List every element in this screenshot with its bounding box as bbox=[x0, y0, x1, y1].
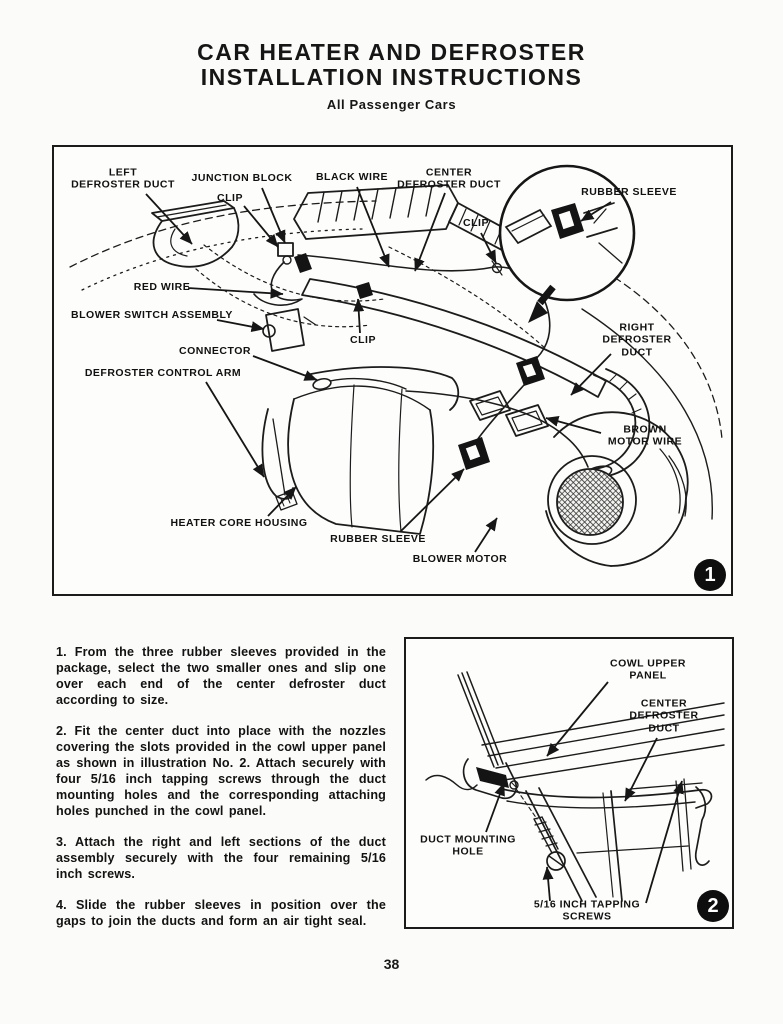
label-clip-right: CLIP bbox=[463, 216, 489, 229]
label-defroster-control-arm: DEFROSTER CONTROL ARM bbox=[84, 366, 242, 379]
installation-steps: 1. From the three rubber sleeves provide… bbox=[56, 644, 386, 944]
label-connector: CONNECTOR bbox=[179, 344, 251, 357]
page-title-line1: CAR HEATER AND DEFROSTER bbox=[197, 39, 586, 65]
label-rubber-sleeve: RUBBER SLEEVE bbox=[330, 532, 426, 545]
label-tapping-screws: 5/16 INCH TAPPING SCREWS bbox=[533, 898, 641, 923]
label-blower-motor: BLOWER MOTOR bbox=[412, 552, 508, 565]
step-1: 1. From the three rubber sleeves provide… bbox=[56, 645, 386, 707]
label-junction-block: JUNCTION BLOCK bbox=[191, 171, 293, 184]
fig2-callout-arrows bbox=[485, 681, 684, 904]
figure-1-heater-assembly-diagram: LEFT DEFROSTER DUCT JUNCTION BLOCK CLIP … bbox=[52, 145, 733, 596]
step-4: 4. Slide the rubber sleeves in position … bbox=[56, 898, 386, 928]
label-right-defroster-duct: RIGHT DEFROSTER DUCT bbox=[602, 321, 672, 359]
label-black-wire: BLACK WIRE bbox=[315, 170, 389, 183]
label-brown-motor-wire: BROWN MOTOR WIRE bbox=[607, 423, 683, 448]
label-clip-top: CLIP bbox=[217, 191, 243, 204]
label-duct-mounting-hole: DUCT MOUNTING HOLE bbox=[420, 833, 516, 858]
label-cowl-upper-panel: COWL UPPER PANEL bbox=[610, 657, 686, 682]
fig1-callout-arrows bbox=[145, 186, 612, 553]
label-heater-core-housing: HEATER CORE HOUSING bbox=[170, 516, 308, 529]
fig1-rubber-sleeve-inset bbox=[498, 164, 636, 323]
label-rubber-sleeve-inset: RUBBER SLEEVE bbox=[581, 185, 677, 198]
figure-1-line-art bbox=[69, 164, 723, 567]
label-red-wire: RED WIRE bbox=[133, 280, 191, 293]
fig1-rubber-sleeves bbox=[294, 253, 545, 470]
figure-2-number-badge: 2 bbox=[697, 890, 729, 922]
page-header: CAR HEATER AND DEFROSTER INSTALLATION IN… bbox=[0, 39, 783, 113]
label-left-defroster-duct: LEFT DEFROSTER DUCT bbox=[71, 166, 175, 191]
label-blower-switch-assembly: BLOWER SWITCH ASSEMBLY bbox=[71, 308, 233, 321]
page-number: 38 bbox=[383, 956, 400, 972]
figure-2-cowl-panel-diagram: COWL UPPER PANEL CENTER DEFROSTER DUCT D… bbox=[404, 637, 734, 929]
label-center-defroster-duct-fig2: CENTER DEFROSTER DUCT bbox=[629, 697, 699, 735]
label-clip-mid: CLIP bbox=[350, 333, 376, 346]
step-3: 3. Attach the right and left sections of… bbox=[56, 835, 386, 881]
page-title-line2: INSTALLATION INSTRUCTIONS bbox=[200, 64, 583, 90]
figure-1-number-badge: 1 bbox=[694, 559, 726, 591]
step-2: 2. Fit the center duct into place with t… bbox=[56, 724, 386, 818]
fig2-artwork bbox=[425, 671, 725, 902]
page-subtitle: All Passenger Cars bbox=[326, 97, 457, 112]
label-center-defroster-duct: CENTER DEFROSTER DUCT bbox=[397, 166, 501, 191]
figure-2-line-art bbox=[425, 671, 725, 904]
